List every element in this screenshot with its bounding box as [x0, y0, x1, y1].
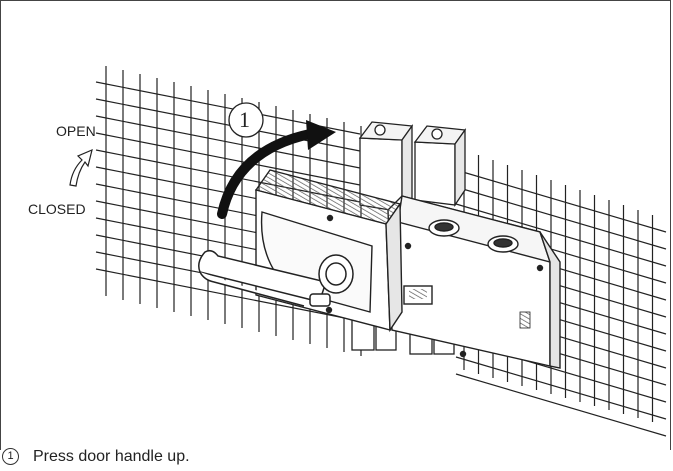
mesh-wire	[95, 268, 361, 322]
mesh-wire	[455, 169, 667, 233]
caption-number: 1	[2, 448, 19, 465]
mesh-wire	[455, 356, 667, 420]
mesh-wire	[455, 373, 667, 437]
mesh-wire	[95, 115, 361, 169]
mesh-wire	[455, 203, 667, 267]
closed-label: CLOSED	[28, 201, 86, 217]
open-label: OPEN	[56, 123, 96, 139]
door-handle-illustration	[69, 66, 667, 437]
mesh-wire	[95, 98, 361, 152]
mesh-wire	[95, 132, 361, 186]
step-number-label: 1	[239, 107, 250, 132]
caption-text: Press door handle up.	[33, 448, 190, 465]
open-closed-arrow-icon	[69, 148, 93, 187]
step-number-marker	[228, 102, 264, 138]
door-handle	[198, 249, 354, 307]
figure-frame	[0, 0, 671, 450]
caption: 1 Press door handle up.	[2, 448, 190, 466]
mesh-wire	[455, 186, 667, 250]
rotation-arrow	[217, 120, 336, 219]
lock-housing-right	[387, 195, 561, 369]
